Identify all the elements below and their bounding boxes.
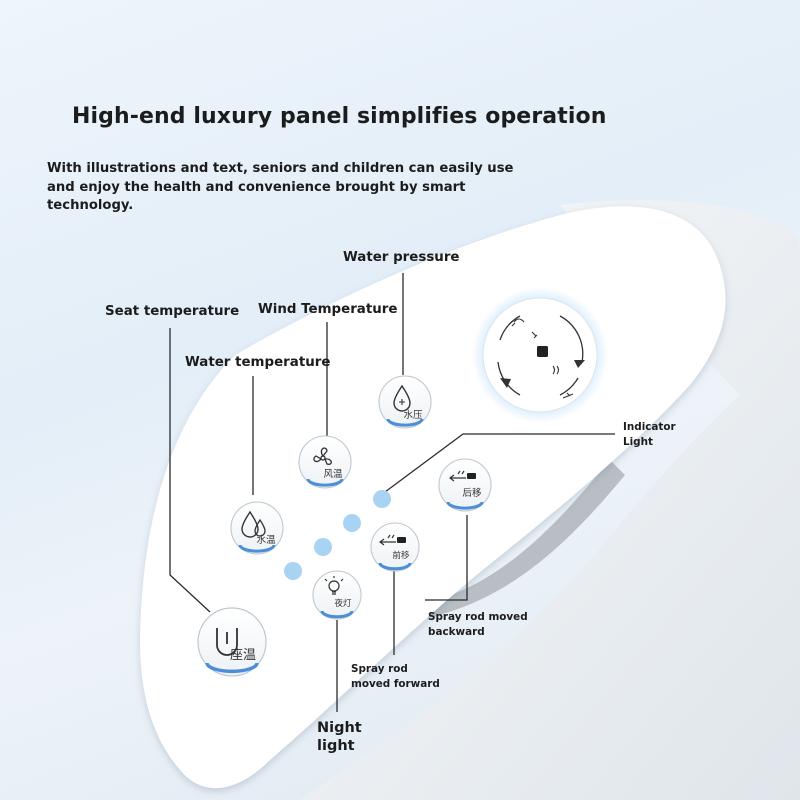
label-night-light-line1: Night	[317, 720, 362, 736]
line-spray-backward	[425, 515, 468, 601]
water-drop-icon	[241, 510, 259, 538]
label-water-temperature: Water temperature	[185, 355, 331, 370]
label-seat-temperature: Seat temperature	[105, 304, 240, 319]
fan-icon	[313, 447, 332, 465]
seat-body	[300, 200, 800, 800]
line-indicator	[384, 433, 615, 493]
night-light-button[interactable]: 夜灯	[312, 570, 362, 620]
label-water-pressure: Water pressure	[343, 250, 460, 265]
page-title: High-end luxury panel simplifies operati…	[72, 104, 607, 129]
svg-text:水压: 水压	[403, 409, 423, 421]
svg-text:风温: 风温	[323, 469, 343, 480]
label-spray-rod-backward: Spray rod moved backward	[428, 610, 528, 640]
label-night-light-line2: light	[317, 738, 355, 754]
page-subtitle: With illustrations and text, seniors and…	[47, 161, 514, 213]
line-seat-temp	[169, 328, 211, 613]
label-night-light: Night light	[317, 719, 362, 755]
svg-text:水温: 水温	[256, 534, 276, 546]
lightbulb-icon	[324, 576, 344, 595]
u-shape-seat-icon	[216, 628, 238, 656]
spray-rod-forward-icon	[379, 534, 396, 546]
label-spray-rod-forward-line2: moved forward	[351, 678, 440, 690]
label-indicator-light-line1: Indicator	[623, 421, 676, 433]
seat-temp-button[interactable]: 座温	[197, 607, 267, 677]
svg-text:座温: 座温	[230, 648, 256, 663]
water-temp-button[interactable]: 水温	[230, 501, 284, 555]
label-indicator-light-line2: Light	[623, 436, 653, 448]
pressure-drop-icon	[393, 384, 411, 412]
label-spray-rod-backward-line2: backward	[428, 626, 485, 638]
spray-rod-backward-icon	[449, 470, 466, 482]
label-spray-rod-forward-line1: Spray rod	[351, 663, 408, 675]
label-indicator-light: Indicator Light	[623, 420, 676, 450]
wind-temp-button[interactable]: 风温	[298, 435, 352, 489]
spray-backward-button[interactable]: 后移	[438, 458, 492, 512]
svg-text:后移: 后移	[462, 487, 482, 499]
svg-text:夜灯: 夜灯	[334, 598, 352, 609]
label-spray-rod-forward: Spray rod moved forward	[351, 662, 440, 692]
indicator-lights	[284, 490, 391, 580]
water-pressure-button[interactable]: 水压	[378, 375, 432, 429]
svg-text:前移: 前移	[392, 550, 410, 561]
label-spray-rod-backward-line1: Spray rod moved	[428, 611, 528, 623]
label-wind-temperature: Wind Temperature	[258, 302, 398, 317]
spray-forward-button[interactable]: 前移	[370, 522, 420, 572]
spray-mode-dial	[472, 287, 608, 423]
